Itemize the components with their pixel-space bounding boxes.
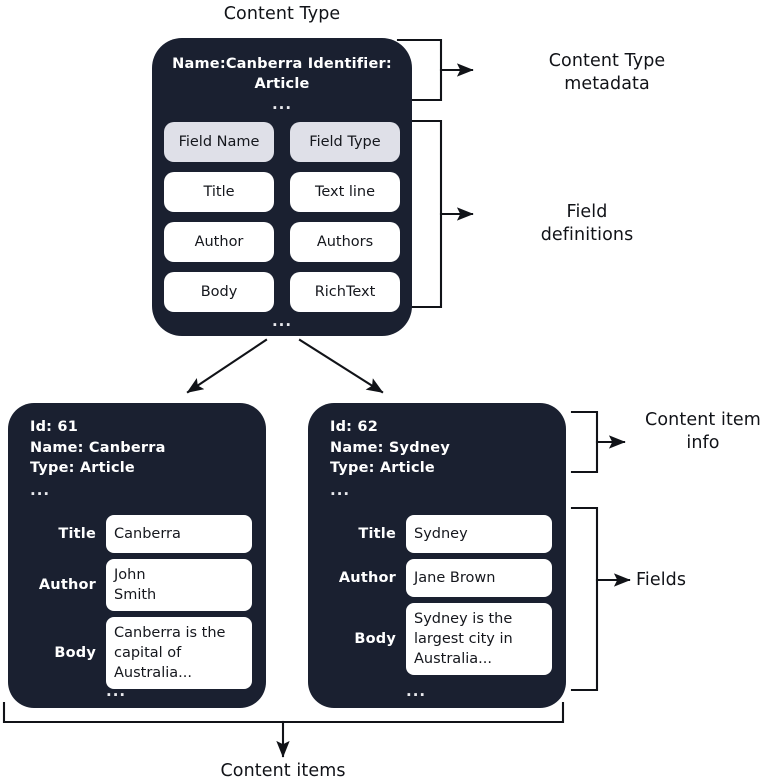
content-item-field-row: Title Canberra (26, 515, 252, 553)
field-table-row: Body RichText (164, 272, 400, 312)
field-table-header-row: Field Name Field Type (164, 122, 400, 162)
field-table-row: Author Authors (164, 222, 400, 262)
annotation-content-type-metadata: Content Type metadata (548, 51, 666, 94)
field-label: Title (358, 526, 396, 542)
field-name-cell: Author (164, 222, 274, 262)
field-value: Canberra (106, 515, 252, 553)
field-value: Jane Brown (406, 559, 552, 597)
field-label: Title (58, 526, 96, 542)
annotation-field-definitions: Field definitions (540, 202, 634, 245)
content-type-metadata-text: Name:Canberra Identifier: Article (172, 56, 392, 92)
field-table-row: Title Text line (164, 172, 400, 212)
page-title: Content Type (223, 4, 341, 24)
content-item-field-row: Title Sydney (326, 515, 552, 553)
content-item-field-row: Author Jane Brown (326, 559, 552, 597)
content-item-field-row: Body Sydney is the largest city in Austr… (326, 603, 552, 675)
content-item-field-row: Body Canberra is the capital of Australi… (26, 617, 252, 689)
content-item-info-ellipsis: ... (30, 481, 51, 499)
content-item-field-row: Author John Smith (26, 559, 252, 611)
field-value: Canberra is the capital of Australia... (106, 617, 252, 689)
content-item-info-text: Id: 61 Name: Canberra Type: Article (30, 419, 166, 476)
content-item-fields: Title Canberra Author John Smith Body Ca… (26, 515, 252, 695)
content-item-fields-ellipsis: ... (406, 682, 427, 700)
field-type-cell: Text line (290, 172, 400, 212)
content-item-card[interactable]: Id: 61 Name: Canberra Type: Article ... … (8, 403, 266, 708)
column-header-field-name: Field Name (164, 122, 274, 162)
field-label: Author (38, 577, 96, 593)
content-type-metadata-ellipsis: ... (271, 95, 293, 113)
content-item-card[interactable]: Id: 62 Name: Sydney Type: Article ... Ti… (308, 403, 566, 708)
content-items-label: Content items (220, 761, 346, 781)
field-value: Sydney (406, 515, 552, 553)
field-name-cell: Title (164, 172, 274, 212)
field-type-cell: Authors (290, 222, 400, 262)
field-definitions-ellipsis: ... (271, 312, 293, 330)
content-item-fields-ellipsis: ... (106, 682, 127, 700)
field-definitions-table: Field Name Field Type Title Text line Au… (164, 122, 400, 322)
annotation-content-item-info: Content item info (645, 410, 761, 453)
content-item-fields: Title Sydney Author Jane Brown Body Sydn… (326, 515, 552, 681)
content-item-info-ellipsis: ... (330, 481, 351, 499)
column-header-field-type: Field Type (290, 122, 400, 162)
content-type-card[interactable]: Name:Canberra Identifier: Article ... Fi… (152, 38, 412, 336)
content-item-info-text: Id: 62 Name: Sydney Type: Article (330, 419, 450, 476)
field-label: Body (54, 645, 96, 661)
field-value: Sydney is the largest city in Australia.… (406, 603, 552, 675)
field-value: John Smith (106, 559, 252, 611)
field-name-cell: Body (164, 272, 274, 312)
field-label: Author (338, 570, 396, 586)
field-type-cell: RichText (290, 272, 400, 312)
annotation-fields: Fields (636, 570, 687, 590)
field-label: Body (354, 631, 396, 647)
